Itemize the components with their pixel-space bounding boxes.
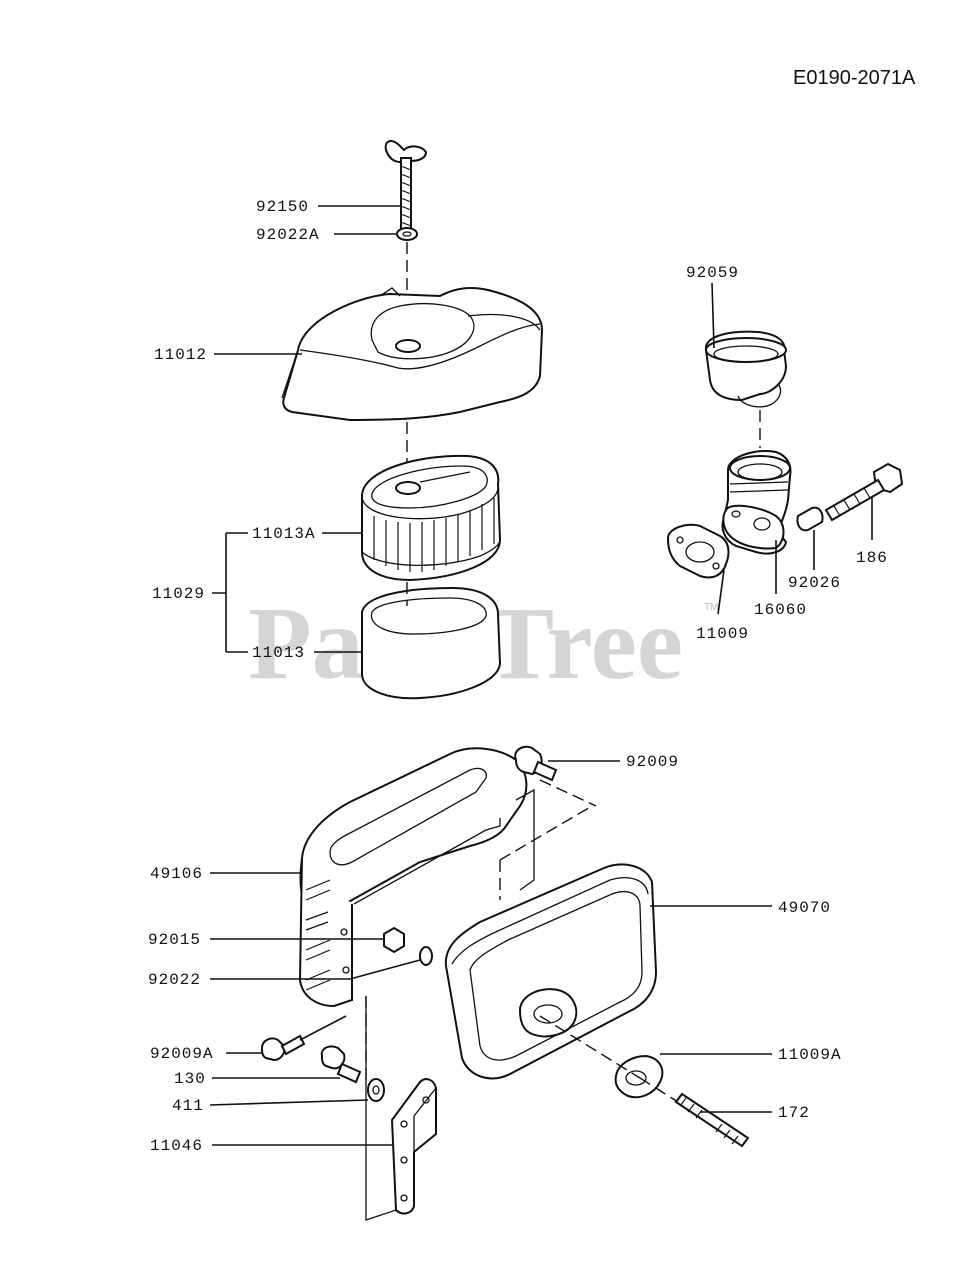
adapter-16060-drawing <box>721 450 792 555</box>
washer-92022a-drawing <box>396 227 418 241</box>
washer-92022-drawing <box>419 946 433 966</box>
pre-filter-drawing <box>361 586 502 700</box>
part-label-92009a: 92009A <box>150 1045 214 1063</box>
bracket-11029 <box>212 532 248 653</box>
part-label-11009a: 11009A <box>778 1046 842 1064</box>
part-label-11012: 11012 <box>154 346 207 364</box>
bolt-92009-drawing <box>514 745 558 782</box>
part-label-92009: 92009 <box>626 753 679 771</box>
muffler-drawing <box>444 863 658 1080</box>
part-label-11009: 11009 <box>696 625 749 643</box>
leader-411 <box>209 1099 369 1106</box>
air-filter-element-drawing <box>361 454 502 582</box>
bolt-186-drawing <box>824 462 904 522</box>
part-label-172: 172 <box>778 1104 810 1122</box>
collar-92026-drawing <box>796 506 824 532</box>
part-label-92150: 92150 <box>256 198 309 216</box>
leader-92059 <box>711 282 715 349</box>
bolt-130-drawing <box>320 1045 362 1084</box>
part-label-11013a: 11013A <box>252 525 316 543</box>
part-label-92026: 92026 <box>788 574 841 592</box>
part-label-11029: 11029 <box>152 585 205 603</box>
part-label-49070: 49070 <box>778 899 831 917</box>
muffler-cover-drawing <box>298 747 597 1008</box>
part-label-130: 130 <box>174 1070 206 1088</box>
wing-bolt-drawing <box>384 140 428 231</box>
gasket-11009-drawing <box>666 523 730 579</box>
part-label-92059: 92059 <box>686 264 739 282</box>
leader-92022 <box>210 959 421 980</box>
part-label-11013: 11013 <box>252 644 305 662</box>
washer-411-drawing <box>367 1078 385 1102</box>
nut-92015-drawing <box>383 926 405 954</box>
part-label-11046: 11046 <box>150 1137 203 1155</box>
bolt-92009a-drawing <box>260 1034 306 1062</box>
bracket-11046-drawing <box>365 996 437 1221</box>
watermark-trademark: TM <box>704 602 718 613</box>
air-cleaner-cover-drawing <box>281 287 544 422</box>
part-label-92015: 92015 <box>148 931 201 949</box>
part-label-49106: 49106 <box>150 865 203 883</box>
diagram-code: E0190-2071A <box>793 67 916 89</box>
stud-172-drawing <box>674 1092 750 1148</box>
elbow-ring-drawing <box>704 330 788 408</box>
part-label-16060: 16060 <box>754 601 807 619</box>
part-label-411: 411 <box>172 1097 204 1115</box>
part-label-186: 186 <box>856 549 888 567</box>
part-label-92022: 92022 <box>148 971 201 989</box>
part-label-92022a: 92022A <box>256 226 320 244</box>
